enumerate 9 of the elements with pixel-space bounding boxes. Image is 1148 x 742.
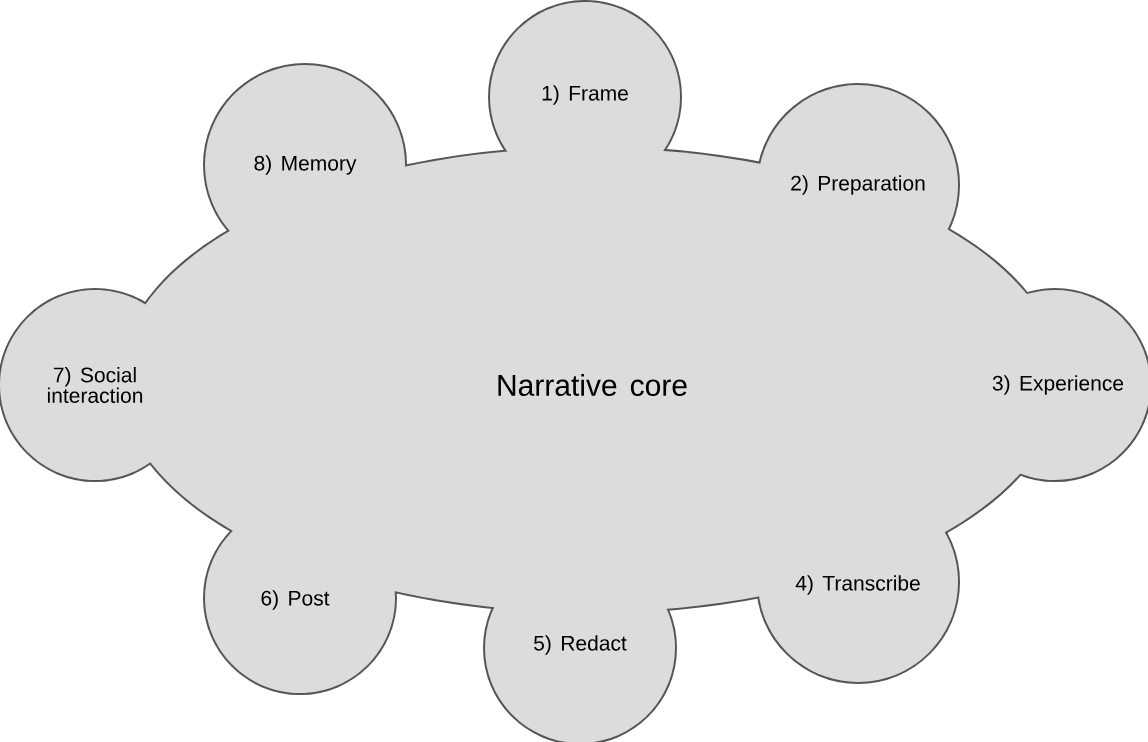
step-label: 5) Redact [534, 635, 627, 655]
step-label: 4) Transcribe [795, 575, 920, 595]
core-label: Narrative core [498, 374, 687, 396]
step-label: 6) Post [261, 590, 330, 610]
step-label: 2) Preparation [791, 175, 925, 195]
step-label: 7) Social interaction [47, 367, 143, 403]
step-label: 3) Experience [992, 375, 1124, 395]
step-label: 8) Memory [254, 155, 357, 175]
step-label: 1) Frame [542, 85, 628, 105]
